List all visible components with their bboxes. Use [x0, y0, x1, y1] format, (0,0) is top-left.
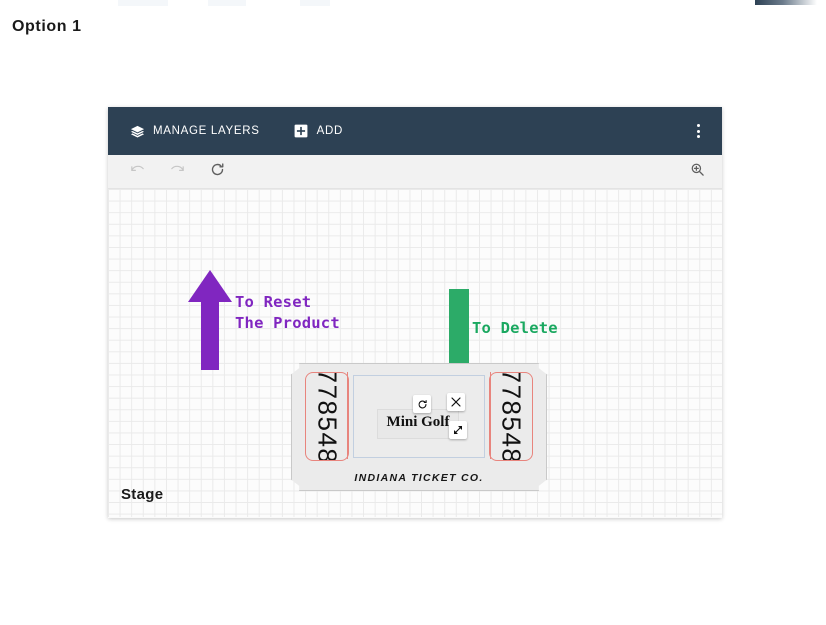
redo-button[interactable]: [164, 159, 190, 185]
zoom-button[interactable]: [684, 159, 710, 185]
selected-text-object[interactable]: Mini Golf: [377, 409, 459, 439]
layers-icon: [130, 124, 145, 139]
magnifier-zoom-icon: [690, 162, 705, 182]
annotation-delete-text: To Delete: [472, 319, 558, 337]
undo-button[interactable]: [124, 159, 150, 185]
manage-layers-label: MANAGE LAYERS: [153, 125, 260, 137]
ticket-perforation-right: [489, 372, 491, 459]
kebab-dot: [696, 135, 700, 138]
ticket-stub-number-left: 778548: [312, 372, 343, 461]
ticket-stub-number-right: 778548: [496, 372, 527, 461]
manage-layers-button[interactable]: MANAGE LAYERS: [130, 124, 260, 139]
reset-refresh-icon: [210, 162, 225, 182]
editor-header: MANAGE LAYERS ADD: [108, 107, 722, 155]
product-designer-window: MANAGE LAYERS ADD: [108, 107, 722, 518]
kebab-dot: [696, 124, 700, 127]
ticket-stub-left: 778548: [305, 372, 349, 461]
add-label: ADD: [316, 125, 344, 137]
stage-label: Stage: [121, 486, 164, 503]
ticket-perforation-left: [347, 372, 349, 459]
kebab-menu-icon[interactable]: [690, 122, 706, 140]
top-right-edge-artifact: [755, 0, 817, 5]
top-edge-artifact: [300, 0, 330, 6]
plus-square-icon: [294, 124, 309, 139]
selected-text-value: Mini Golf: [386, 414, 450, 430]
rotate-icon[interactable]: [413, 395, 431, 413]
top-edge-artifact: [208, 0, 246, 6]
design-stage[interactable]: To Reset The Product To Delete 778548 77…: [108, 189, 722, 517]
ticket-print-area[interactable]: [353, 375, 485, 458]
reset-button[interactable]: [204, 159, 230, 185]
up-arrow-annotation: [188, 270, 232, 370]
resize-diagonal-icon[interactable]: [449, 421, 467, 439]
ticket-body: [291, 363, 547, 491]
ticket-product[interactable]: 778548 778548 INDIANA TICKET CO. Mini Go…: [291, 363, 547, 491]
redo-arrow-icon: [169, 161, 186, 183]
kebab-dot: [696, 129, 700, 133]
top-edge-artifact: [118, 0, 168, 6]
annotation-reset-text: To Reset The Product: [235, 293, 340, 332]
ticket-brand-text: INDIANA TICKET CO.: [354, 472, 484, 484]
page-title: Option 1: [12, 18, 82, 35]
ticket-stub-right: 778548: [489, 372, 533, 461]
undo-arrow-icon: [129, 161, 146, 183]
editor-toolbar: [108, 155, 722, 189]
add-button[interactable]: ADD: [294, 124, 343, 139]
close-x-icon[interactable]: [447, 393, 465, 411]
